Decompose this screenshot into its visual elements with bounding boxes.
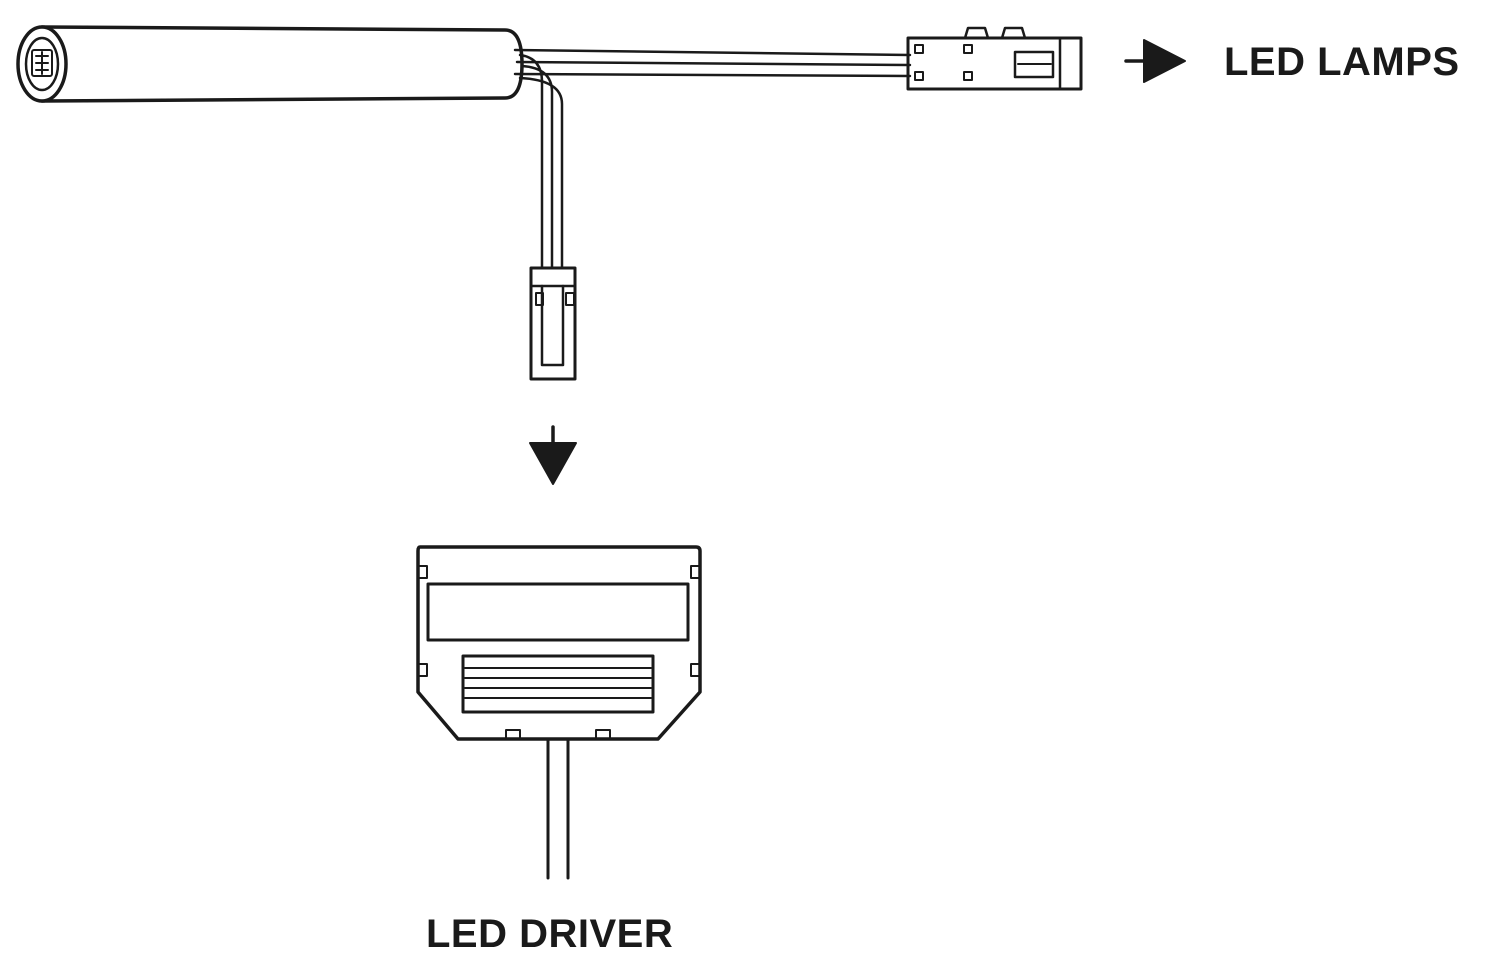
lamp-cable [513, 48, 912, 78]
driver-plug [529, 266, 577, 381]
led-lamps-label: LED LAMPS [1224, 40, 1460, 84]
driver-cable [518, 53, 564, 270]
sensor-switch [16, 25, 524, 103]
led-driver-label: LED DRIVER [426, 912, 674, 956]
driver-box [416, 545, 702, 741]
arrow-right-icon [1124, 39, 1186, 83]
arrow-down-icon [529, 425, 577, 485]
driver-output-cable [546, 738, 570, 880]
lamp-connector [906, 26, 1083, 91]
sensor-icon [31, 49, 53, 77]
